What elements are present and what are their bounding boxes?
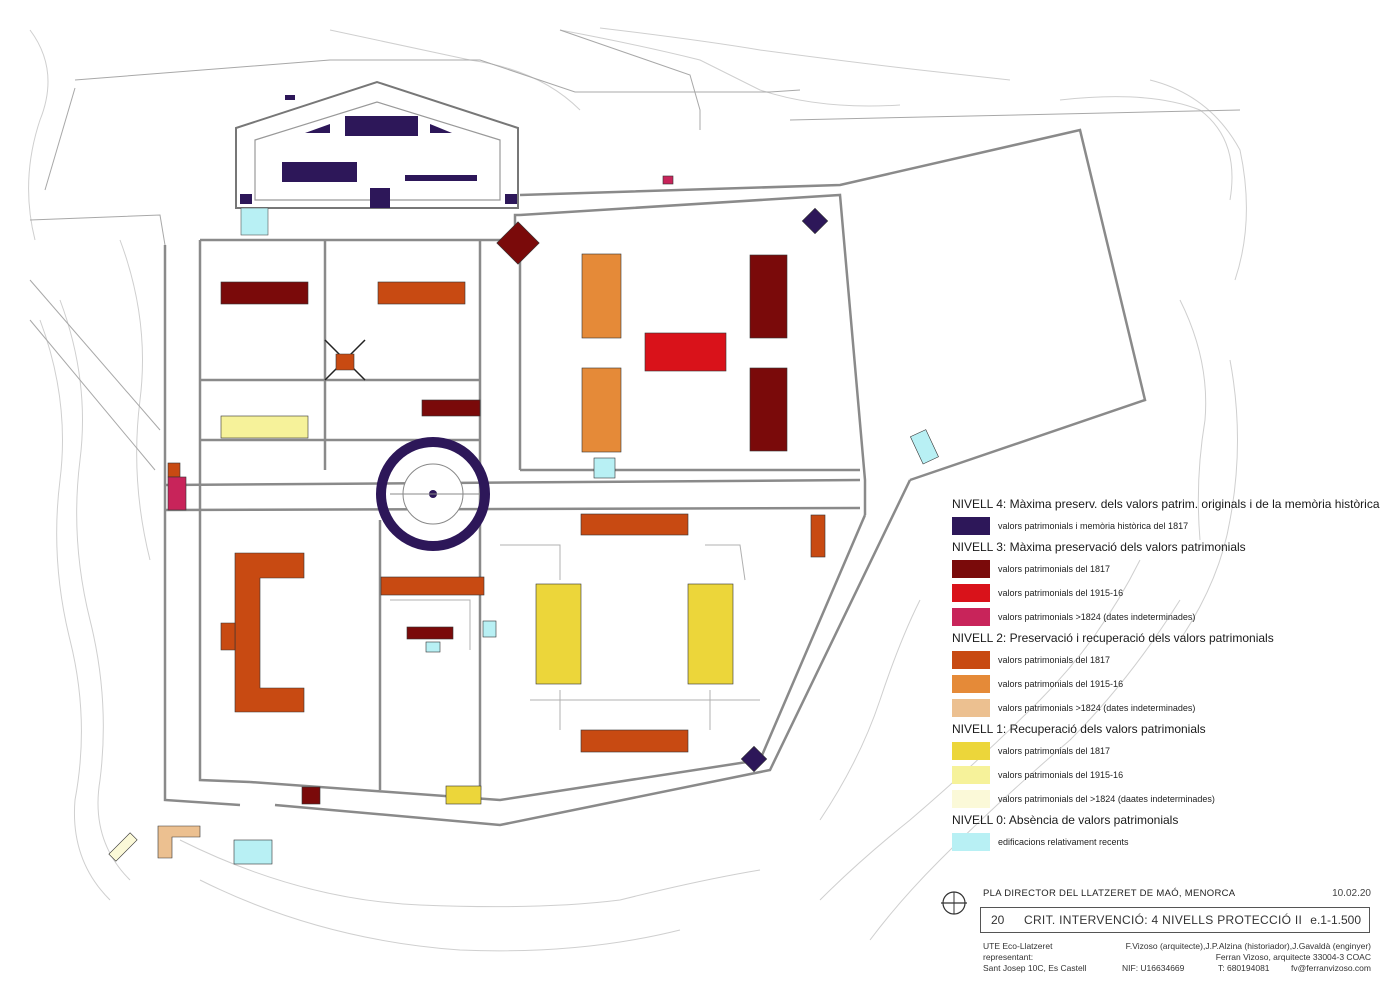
legend-item: valors patrimonials del 1915-16 [952,581,1372,605]
north-arrow-icon [941,891,967,915]
legend-level-3: NIVELL 3: Màxima preservació dels valors… [952,538,1372,629]
legend-swatch [952,790,990,808]
legend-item: valors patrimonials del 1817 [952,648,1372,672]
legend-item-label: valors patrimonials del 1915-16 [998,588,1124,598]
legend-item: valors patrimonials >1824 (dates indeter… [952,696,1372,720]
authors-line: F.Vizoso (arquitecte),J.P.Alzina (histor… [1125,941,1371,951]
enclosure-walls [163,128,1147,827]
legend-item: valors patrimonials del 1915-16 [952,763,1372,787]
client-line: representant: [983,952,1034,962]
legend-item-label: valors patrimonials del 1817 [998,655,1111,665]
legend-level-1: NIVELL 1: Recuperació dels valors patrim… [952,720,1372,811]
map-legend: NIVELL 4: Màxima preserv. dels valors pa… [952,495,1380,854]
client-info: UTE Eco-Llatzeret representant: Sant Jos… [983,941,1086,974]
legend-level-title: NIVELL 4: Màxima preserv. dels valors pa… [952,497,1380,511]
legend-item-label: valors patrimonials del 1915-16 [998,770,1124,780]
client-line: Sant Josep 10C, Es Castell [983,963,1087,973]
legend-swatch [952,833,990,851]
legend-item-label: valors patrimonials del 1915-16 [998,679,1124,689]
legend-item-label: edificacions relativament recents [998,837,1129,847]
protected-buildings [108,175,939,865]
legend-swatch [952,584,990,602]
project-title: PLA DIRECTOR DEL LLATZERET DE MAÓ, MENOR… [983,888,1236,899]
legend-item-label: valors patrimonials del >1824 (daates in… [998,794,1215,804]
title-block: PLA DIRECTOR DEL LLATZERET DE MAÓ, MENOR… [935,884,1375,996]
legend-item: valors patrimonials del 1817 [952,739,1372,763]
legend-level-0: NIVELL 0: Absència de valors patrimonial… [952,811,1372,854]
legend-item-label: valors patrimonials >1824 (dates indeter… [998,703,1196,713]
legend-level-4: NIVELL 4: Màxima preserv. dels valors pa… [952,495,1380,538]
legend-item: valors patrimonials >1824 (dates indeter… [952,605,1372,629]
legend-item: valors patrimonials del >1824 (daates in… [952,787,1372,811]
legend-swatch [952,675,990,693]
authors-line: Ferran Vizoso, arquitecte 33004-3 COAC [1215,952,1371,962]
historic-pentagon [235,80,519,236]
diamond-buildings [496,207,829,773]
legend-item-label: valors patrimonials del 1817 [998,746,1111,756]
legend-item-label: valors patrimonials i memòria històrica … [998,521,1189,531]
legend-level-title: NIVELL 2: Preservació i recuperació dels… [952,631,1274,645]
legend-item: valors patrimonials del 1817 [952,557,1372,581]
cross-marker [324,339,366,381]
contact-email: fv@ferranvizoso.com [1291,963,1371,973]
central-rotunda [376,437,490,551]
legend-level-title: NIVELL 0: Absència de valors patrimonial… [952,813,1179,827]
contact-phone: T: 680194081 [1218,963,1270,973]
legend-item-label: valors patrimonials >1824 (dates indeter… [998,612,1196,622]
plan-date: 10.02.20 [1332,888,1371,899]
legend-swatch [952,742,990,760]
sheet-number: 20 [991,913,1005,927]
terrain-contours [28,27,1247,952]
legend-level-2: NIVELL 2: Preservació i recuperació dels… [952,629,1372,720]
legend-item: edificacions relativament recents [952,830,1372,854]
legend-level-title: NIVELL 3: Màxima preservació dels valors… [952,540,1246,554]
road-lines [29,29,1241,480]
legend-swatch [952,766,990,784]
legend-swatch [952,699,990,717]
legend-level-title: NIVELL 1: Recuperació dels valors patrim… [952,722,1206,736]
client-nif: NIF: U16634669 [1122,963,1185,973]
legend-item-label: valors patrimonials del 1817 [998,564,1111,574]
legend-item: valors patrimonials i memòria històrica … [952,514,1372,538]
legend-swatch [952,560,990,578]
authors-info: F.Vizoso (arquitecte),J.P.Alzina (histor… [1126,941,1371,974]
legend-item: valors patrimonials del 1915-16 [952,672,1372,696]
sheet-title: CRIT. INTERVENCIÓ: 4 NIVELLS PROTECCIÓ I… [1024,913,1303,927]
sheet-title-box: 20 CRIT. INTERVENCIÓ: 4 NIVELLS PROTECCI… [980,907,1370,933]
legend-swatch [952,608,990,626]
sheet-scale: e.1-1.500 [1310,913,1361,927]
legend-swatch [952,651,990,669]
inner-yard-lines [390,544,760,730]
client-line: UTE Eco-Llatzeret [983,941,1053,951]
legend-swatch [952,517,990,535]
